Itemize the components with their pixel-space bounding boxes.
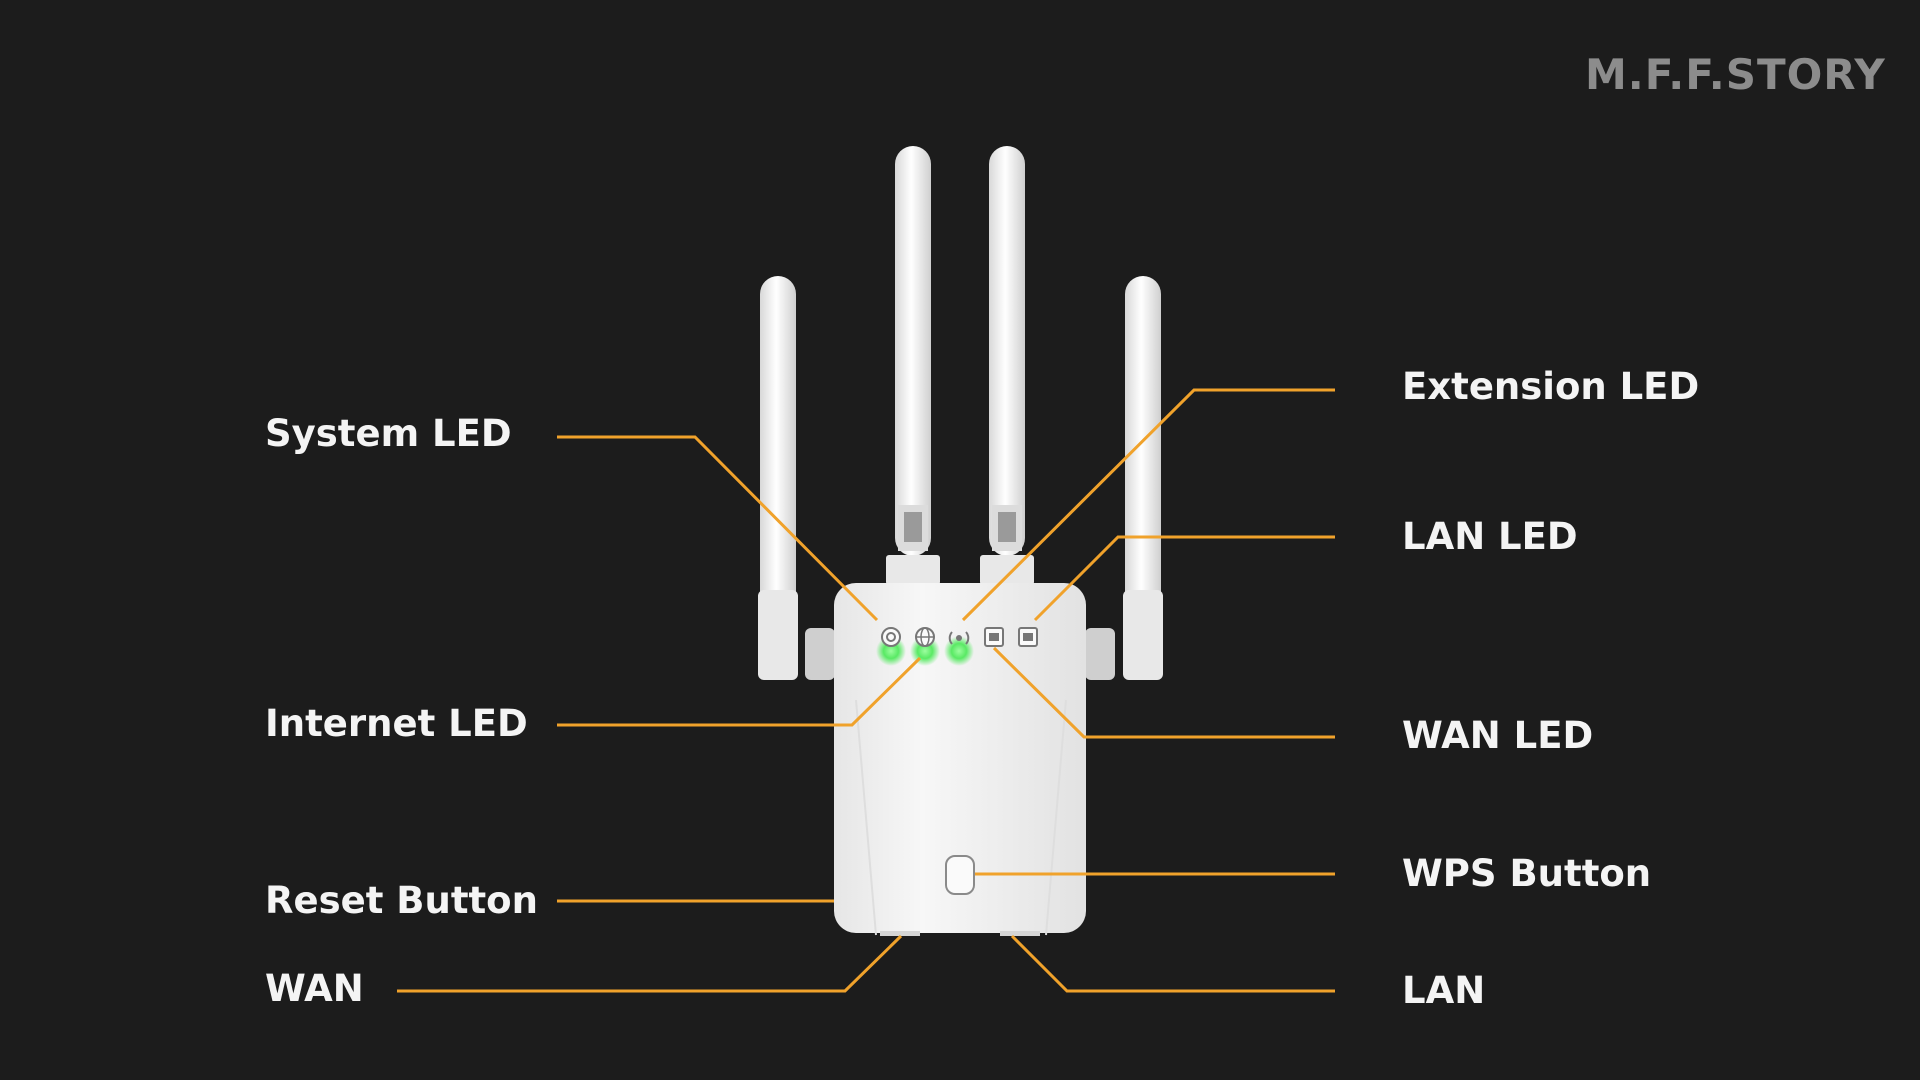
callout-lines <box>397 388 1335 993</box>
wifi-signal-icon <box>944 631 974 666</box>
antenna-left-inner <box>886 146 940 585</box>
label-extension-led: Extension LED <box>1402 365 1700 408</box>
label-wps-button: WPS Button <box>1402 852 1652 895</box>
antenna-left-outer <box>758 276 835 680</box>
callout-internet-led <box>557 656 922 727</box>
label-reset-button: Reset Button <box>265 879 538 922</box>
ethernet-port-icon <box>1018 627 1038 647</box>
callout-system-led <box>557 435 879 622</box>
label-internet-led: Internet LED <box>265 702 528 745</box>
power-icon <box>876 627 906 666</box>
ethernet-port-icon <box>984 627 1004 647</box>
callout-lan <box>1010 934 1335 993</box>
led-panel <box>876 627 1038 666</box>
label-wan: WAN <box>265 967 364 1010</box>
antenna-right-inner <box>980 146 1034 585</box>
label-wan-led: WAN LED <box>1402 714 1594 757</box>
brand-logo: M.F.F.STORY <box>1585 50 1886 99</box>
label-system-led: System LED <box>265 412 512 455</box>
device-body <box>834 583 1086 936</box>
wps-button-shape <box>945 855 975 895</box>
callout-extension-led <box>961 388 1335 622</box>
callout-lan-led <box>1033 535 1335 622</box>
callout-wan <box>397 934 903 993</box>
label-lan-led: LAN LED <box>1402 515 1578 558</box>
label-lan: LAN <box>1402 969 1486 1012</box>
antenna-right-outer <box>1085 276 1163 680</box>
callout-wan-led <box>992 646 1335 739</box>
